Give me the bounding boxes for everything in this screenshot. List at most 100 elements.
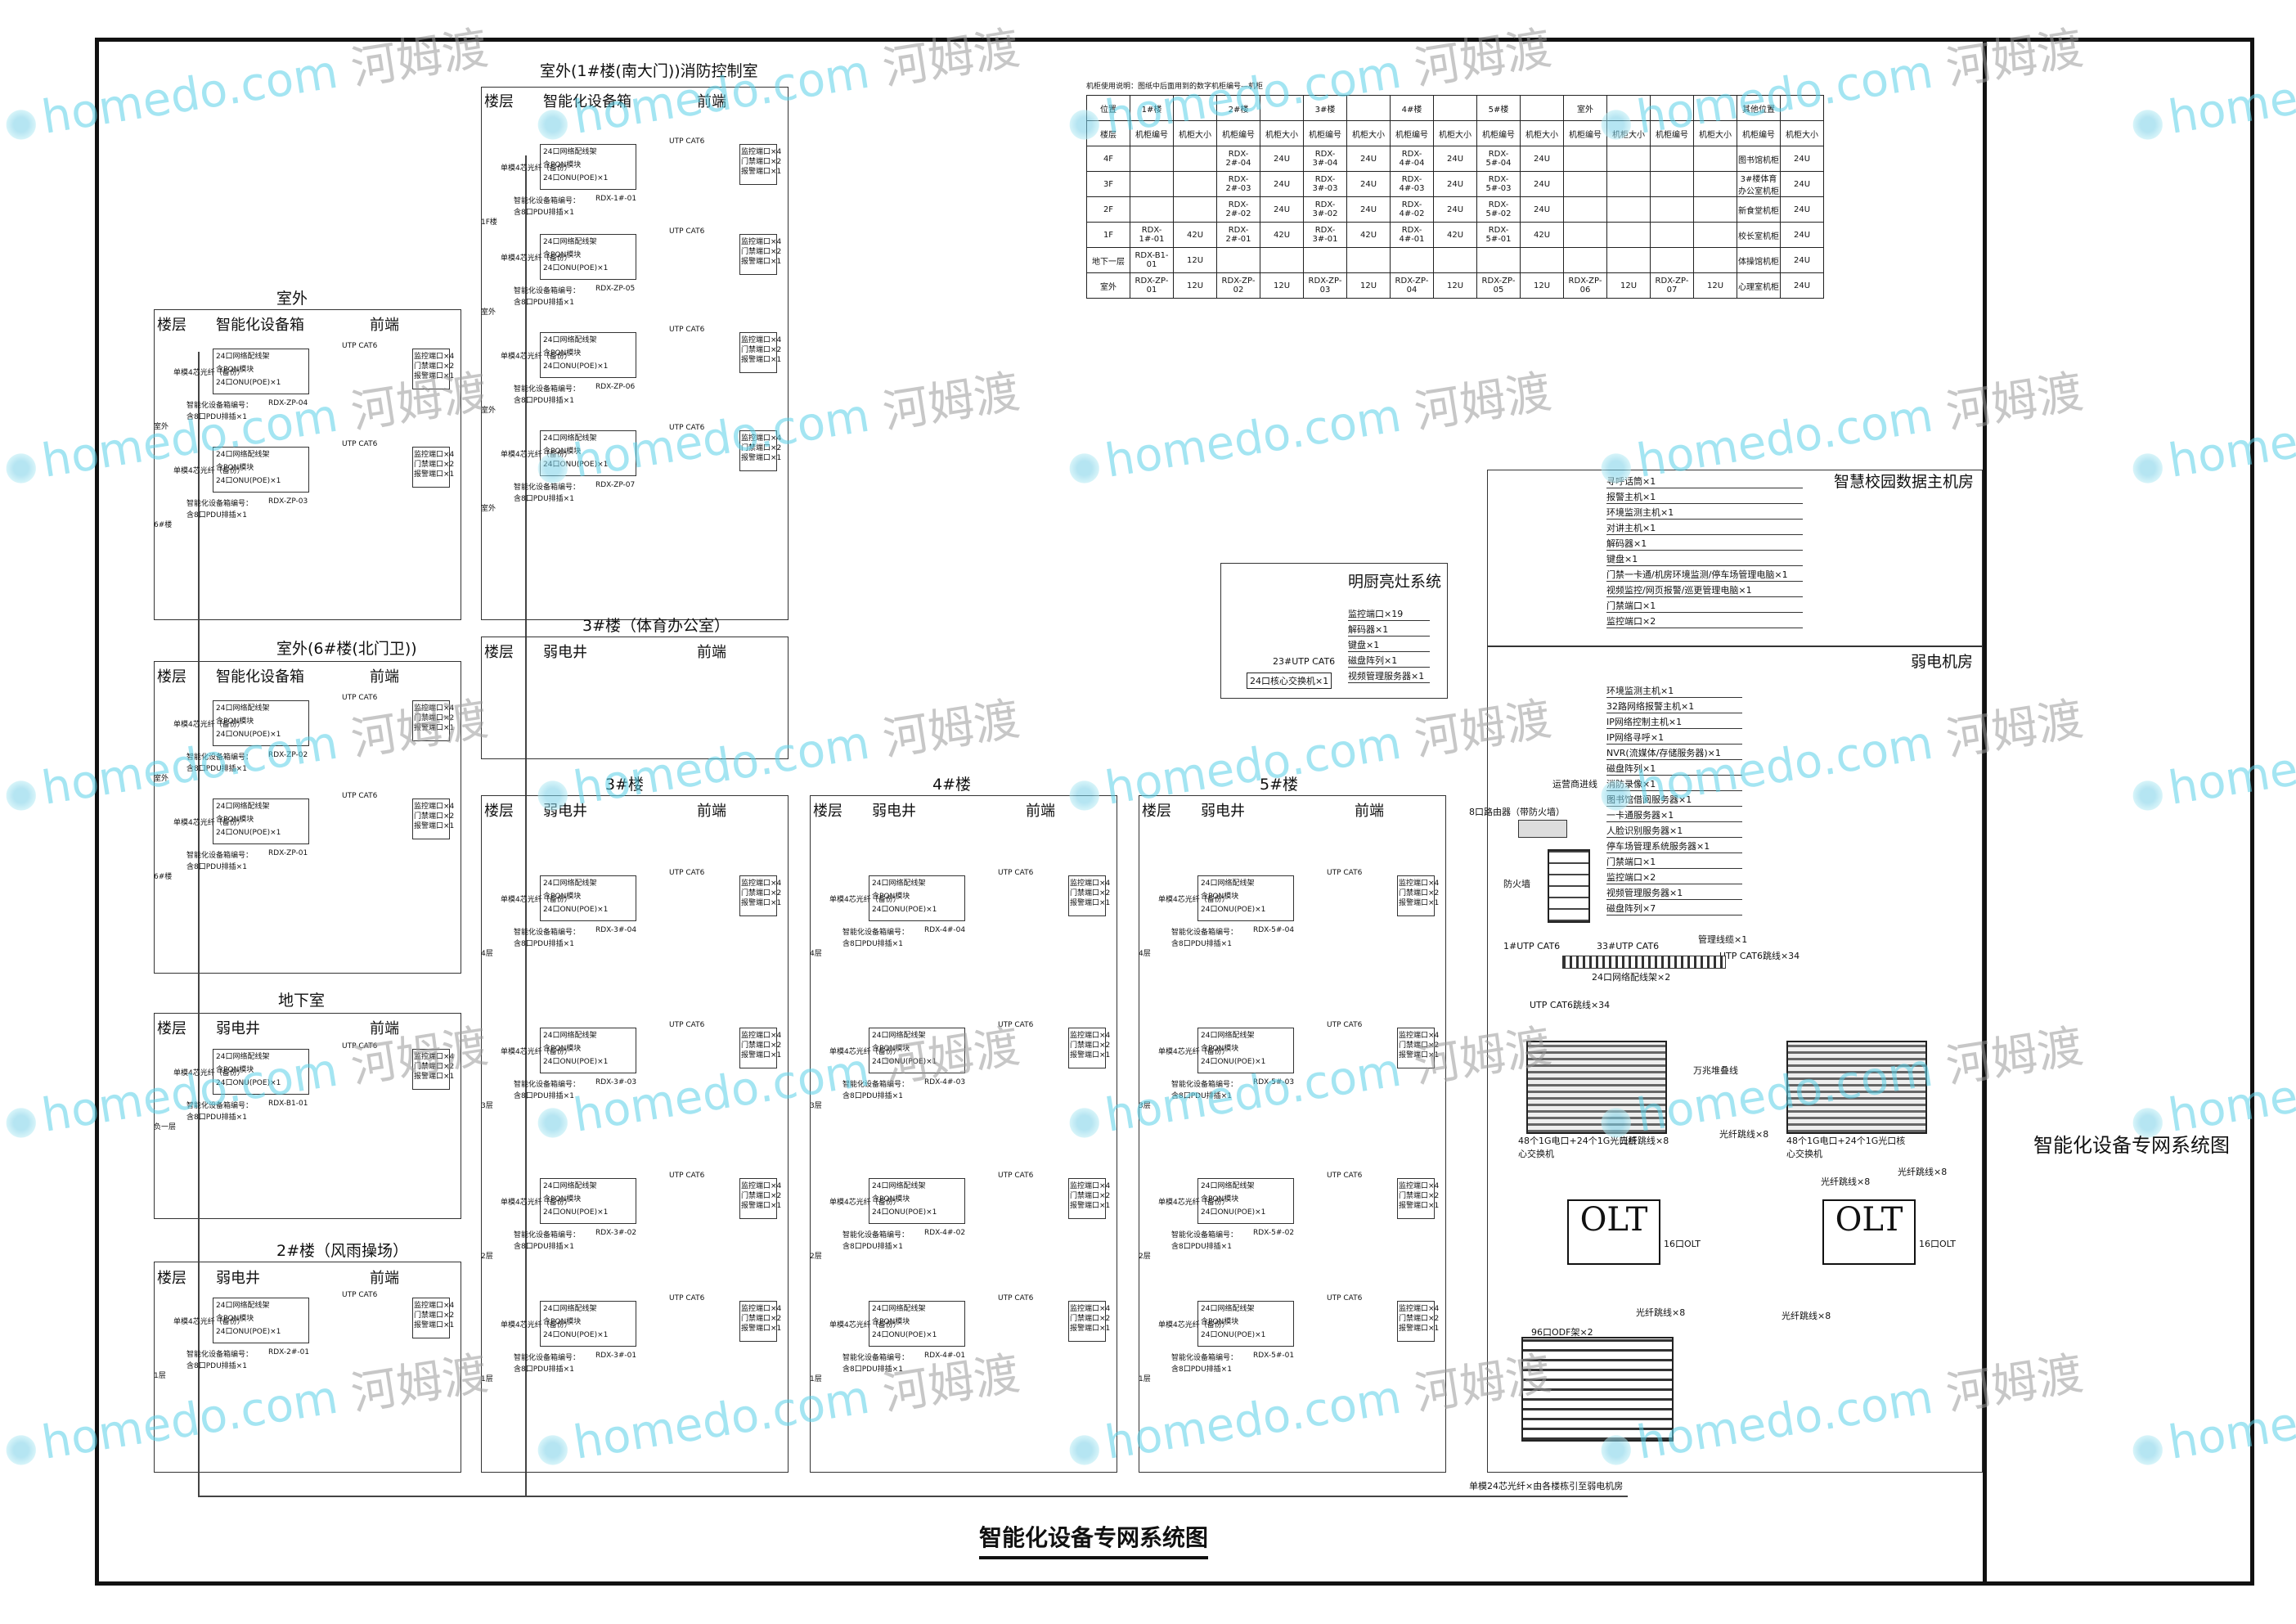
patch-label: 24口网络配线架	[543, 1182, 597, 1190]
box-code: RDX-ZP-04	[268, 399, 308, 407]
front-list	[412, 700, 450, 741]
watermark-flower-icon	[532, 448, 573, 488]
front-item: 监控端口×4	[1399, 1305, 1440, 1313]
patch-block	[540, 1301, 636, 1347]
onu-label: 24口ONU(POE)×1	[216, 1328, 281, 1336]
box-number-label: 智能化设备箱编号：	[186, 1351, 254, 1359]
onu-label: 24口ONU(POE)×1	[1201, 1058, 1266, 1066]
floor-label: 负一层	[154, 1123, 177, 1131]
front-item: 门禁端口×2	[741, 444, 782, 452]
front-list	[412, 349, 450, 389]
weak-item: 停车场管理系统服务器×1	[1606, 839, 1742, 853]
usage-cell	[1693, 171, 1737, 197]
usage-cell: RDX-2#-04	[1216, 146, 1260, 172]
box-number-label: 智能化设备箱编号：	[186, 754, 254, 762]
hdr-floor-6: 楼层	[484, 644, 514, 661]
front-item: 门禁端口×2	[741, 248, 782, 256]
usage-cell: 24U	[1780, 171, 1824, 197]
front-item: 门禁端口×2	[1070, 1192, 1111, 1200]
side-title: 智能化设备专网系统图	[2033, 1134, 2230, 1157]
fiber8-label-1: 光纤跳线×8	[1620, 1136, 1669, 1146]
section-b5-title: 5#楼	[1260, 776, 1299, 794]
onu-label: 24口ONU(POE)×1	[1201, 1331, 1266, 1339]
patch-label: 24口网络配线架	[872, 1182, 926, 1190]
front-item: 监控端口×4	[741, 336, 782, 344]
utp-label: UTP CAT6	[1327, 1294, 1363, 1302]
front-list	[1068, 1178, 1106, 1219]
front-item: 报警端口×1	[1070, 1051, 1111, 1059]
pdu-label: 含8口PDU排插×1	[842, 1365, 903, 1374]
pon-label: 含PON模块	[216, 1066, 254, 1074]
onu-label: 24口ONU(POE)×1	[872, 1331, 937, 1339]
usage-cell: 机柜大小	[1260, 120, 1304, 146]
usage-cell: 机柜大小	[1346, 120, 1391, 146]
patch-label: 24口网络配线架	[216, 353, 270, 361]
dc-item: 监控端口×2	[1606, 614, 1803, 628]
box-code: RDX-ZP-01	[268, 849, 308, 857]
usage-cell: 12U	[1346, 272, 1391, 299]
fiber-label: 单模4芯光纤（备份）	[829, 1199, 901, 1207]
pon-label: 含PON模块	[216, 464, 254, 472]
usage-cell: 3F	[1086, 171, 1130, 197]
hdr-front-6: 前端	[697, 644, 726, 661]
patch-block	[540, 1178, 636, 1224]
usage-cell	[1520, 247, 1564, 273]
usage-cell: 12U	[1260, 272, 1304, 299]
patch-block	[1197, 1301, 1294, 1347]
b3-pe-panel	[481, 637, 789, 759]
hdr-box-5: 智能化设备箱	[543, 93, 631, 110]
patch-label: 24口网络配线架	[543, 879, 597, 888]
usage-cell: 机柜大小	[1433, 120, 1477, 146]
box-code: RDX-4#-04	[924, 926, 966, 934]
b5-panel	[1139, 795, 1446, 1473]
usage-cell	[1390, 247, 1434, 273]
kitchen-item: 视频管理服务器×1	[1348, 669, 1430, 683]
usage-cell: 24U	[1260, 171, 1304, 197]
fiber-label: 单模4芯光纤（备份）	[501, 1048, 572, 1056]
fiber-label: 单模4芯光纤（备份）	[829, 1321, 901, 1329]
front-item: 门禁端口×2	[1399, 889, 1440, 897]
front-item: 监控端口×4	[741, 148, 782, 156]
fiber-label: 单模4芯光纤（备份）	[173, 467, 245, 475]
usage-cell: RDX-3#-01	[1303, 222, 1347, 248]
fiber-label: 单模4芯光纤（备份）	[501, 164, 572, 173]
floor-label: 3层	[481, 1102, 493, 1110]
front-item: 报警端口×1	[1399, 1325, 1440, 1333]
kitchen-item: 磁盘阵列×1	[1348, 654, 1430, 668]
section-outdoor6-title: 室外(6#楼(北门卫))	[276, 640, 417, 658]
front-item: 报警端口×1	[1070, 899, 1111, 907]
pdu-label: 含8口PDU排插×1	[514, 397, 574, 405]
usage-cell: RDX-ZP-03	[1303, 272, 1347, 299]
box-number-label: 智能化设备箱编号：	[1171, 1081, 1238, 1089]
floor-label: 4层	[1139, 950, 1151, 958]
front-list	[1397, 1301, 1435, 1342]
front-item: 报警端口×1	[741, 258, 782, 266]
outdoor-panel	[154, 309, 461, 620]
dc-item: 对讲主机×1	[1606, 521, 1803, 535]
utp-label: UTP CAT6	[669, 424, 705, 432]
pon-label: 含PON模块	[216, 816, 254, 824]
usage-cell	[1260, 247, 1304, 273]
front-item: 监控端口×4	[1399, 879, 1440, 888]
front-item: 报警端口×1	[741, 168, 782, 176]
usage-cell: 2#楼	[1216, 95, 1260, 121]
box-code: RDX-2#-01	[268, 1348, 310, 1356]
box-code: RDX-4#-02	[924, 1229, 966, 1237]
front-list	[1397, 1178, 1435, 1219]
front-item: 监控端口×4	[741, 1032, 782, 1040]
box-code: RDX-ZP-07	[595, 481, 636, 489]
utp-label: UTP CAT6	[998, 1294, 1034, 1302]
front-item: 报警端口×1	[414, 372, 455, 380]
pon-label: 含PON模块	[543, 1195, 582, 1203]
patch-block	[213, 1049, 309, 1095]
b2-panel	[154, 1262, 461, 1473]
usage-cell: 12U	[1693, 272, 1737, 299]
utp-label: UTP CAT6	[998, 869, 1034, 877]
utp-label: UTP CAT6	[669, 326, 705, 334]
front-item: 门禁端口×2	[741, 1192, 782, 1200]
watermark-flower-icon	[1064, 448, 1104, 488]
usage-cell: RDX-ZP-04	[1390, 272, 1434, 299]
patch-label: 24口网络配线架	[872, 879, 926, 888]
floor-label: 2层	[1139, 1253, 1151, 1261]
box-number-label: 智能化设备箱编号：	[842, 1231, 910, 1239]
